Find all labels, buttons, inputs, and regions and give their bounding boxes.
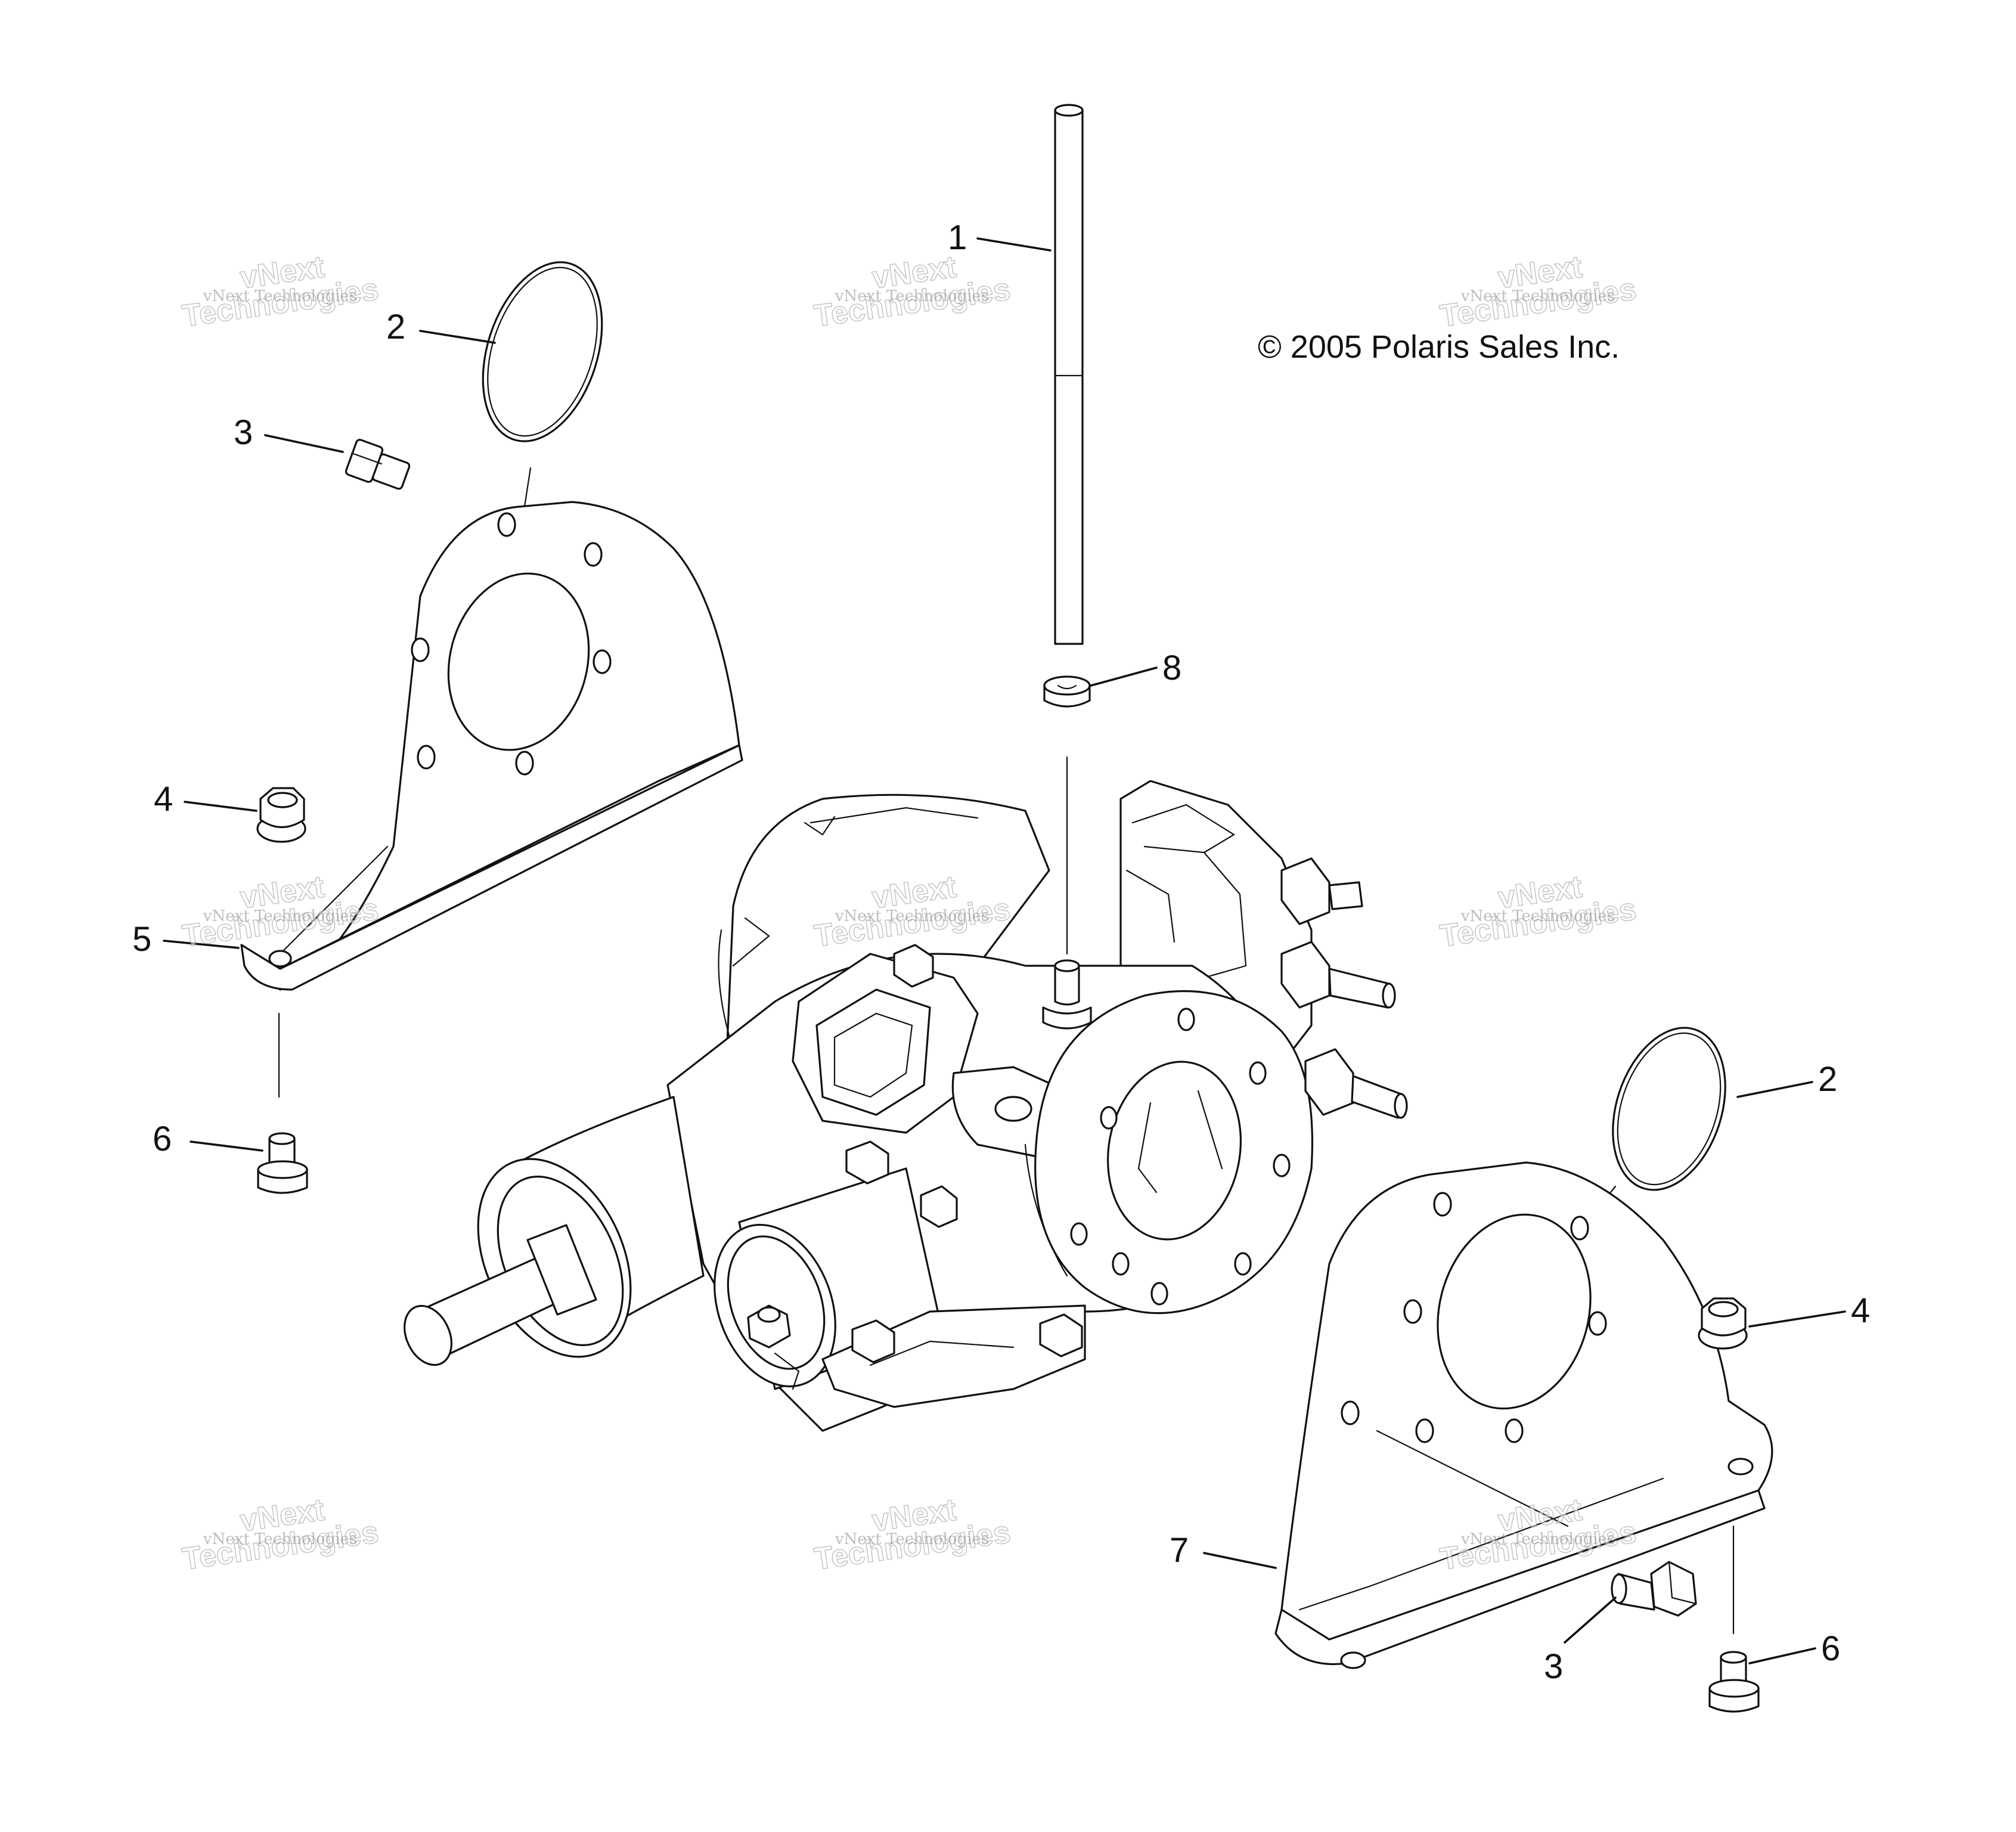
watermark-top-right: vNext Technologies vNext Technologies <box>1438 249 1639 334</box>
gasket-right <box>1612 1027 1726 1191</box>
callout-3-bolt-left: 3 <box>234 413 253 452</box>
watermark-top-left: vNext Technologies vNext Technologies <box>180 249 382 334</box>
copyright-notice: © 2005 Polaris Sales Inc. <box>1258 329 1620 365</box>
gearcase-housing <box>404 780 1408 1432</box>
callout-7-bracket-right: 7 <box>1170 1531 1189 1570</box>
callout-1-tube: 1 <box>948 218 967 257</box>
mount-bracket-right <box>1274 1161 1773 1669</box>
svg-text:vNext Technologies: vNext Technologies <box>1460 907 1615 925</box>
svg-text:vNext Technologies: vNext Technologies <box>203 907 357 925</box>
watermark-top-center: vNext Technologies vNext Technologies <box>812 249 1013 334</box>
vent-tube <box>1054 104 1084 645</box>
watermark-bottom-left: vNext Technologies vNext Technologies <box>180 1492 382 1577</box>
gasket-left <box>482 261 603 442</box>
watermark-middle-right: vNext Technologies vNext Technologies <box>1438 869 1639 954</box>
svg-text:vNext Technologies: vNext Technologies <box>1460 1530 1615 1548</box>
callout-2-gasket-left: 2 <box>386 308 405 346</box>
callout-2-gasket-right: 2 <box>1818 1060 1837 1099</box>
leader-lines <box>163 237 1846 1664</box>
callout-6-bolt-right: 6 <box>1821 1629 1840 1668</box>
flange-nut-right <box>1698 1297 1748 1350</box>
svg-text:vNext Technologies: vNext Technologies <box>835 1530 989 1548</box>
watermark-bottom-center: vNext Technologies vNext Technologies <box>812 1492 1013 1577</box>
callout-3-bolt-right: 3 <box>1544 1647 1563 1686</box>
svg-text:vNext Technologies: vNext Technologies <box>1460 287 1615 305</box>
mount-bracket-left <box>240 501 743 991</box>
svg-text:vNext Technologies: vNext Technologies <box>835 907 989 925</box>
svg-text:vNext Technologies: vNext Technologies <box>203 1530 357 1548</box>
assembly-guide-line <box>1376 1430 1569 1527</box>
flange-nut-left <box>256 787 306 843</box>
flange-bolt-right <box>1611 1561 1697 1617</box>
callout-4-nut-right: 4 <box>1851 1291 1870 1330</box>
svg-text:vNext Technologies: vNext Technologies <box>835 287 989 305</box>
flange-bolt-6-right <box>1708 1651 1760 1713</box>
hose-clamp <box>1043 675 1091 708</box>
flange-bolt-6-left <box>257 1132 308 1194</box>
callout-8-clamp: 8 <box>1162 649 1181 687</box>
callout-5-bracket-left: 5 <box>132 920 151 959</box>
flange-bolt-left <box>345 439 411 490</box>
callout-6-bolt-left: 6 <box>153 1120 172 1158</box>
svg-text:vNext Technologies: vNext Technologies <box>203 287 357 305</box>
callout-4-nut-left: 4 <box>154 780 173 819</box>
